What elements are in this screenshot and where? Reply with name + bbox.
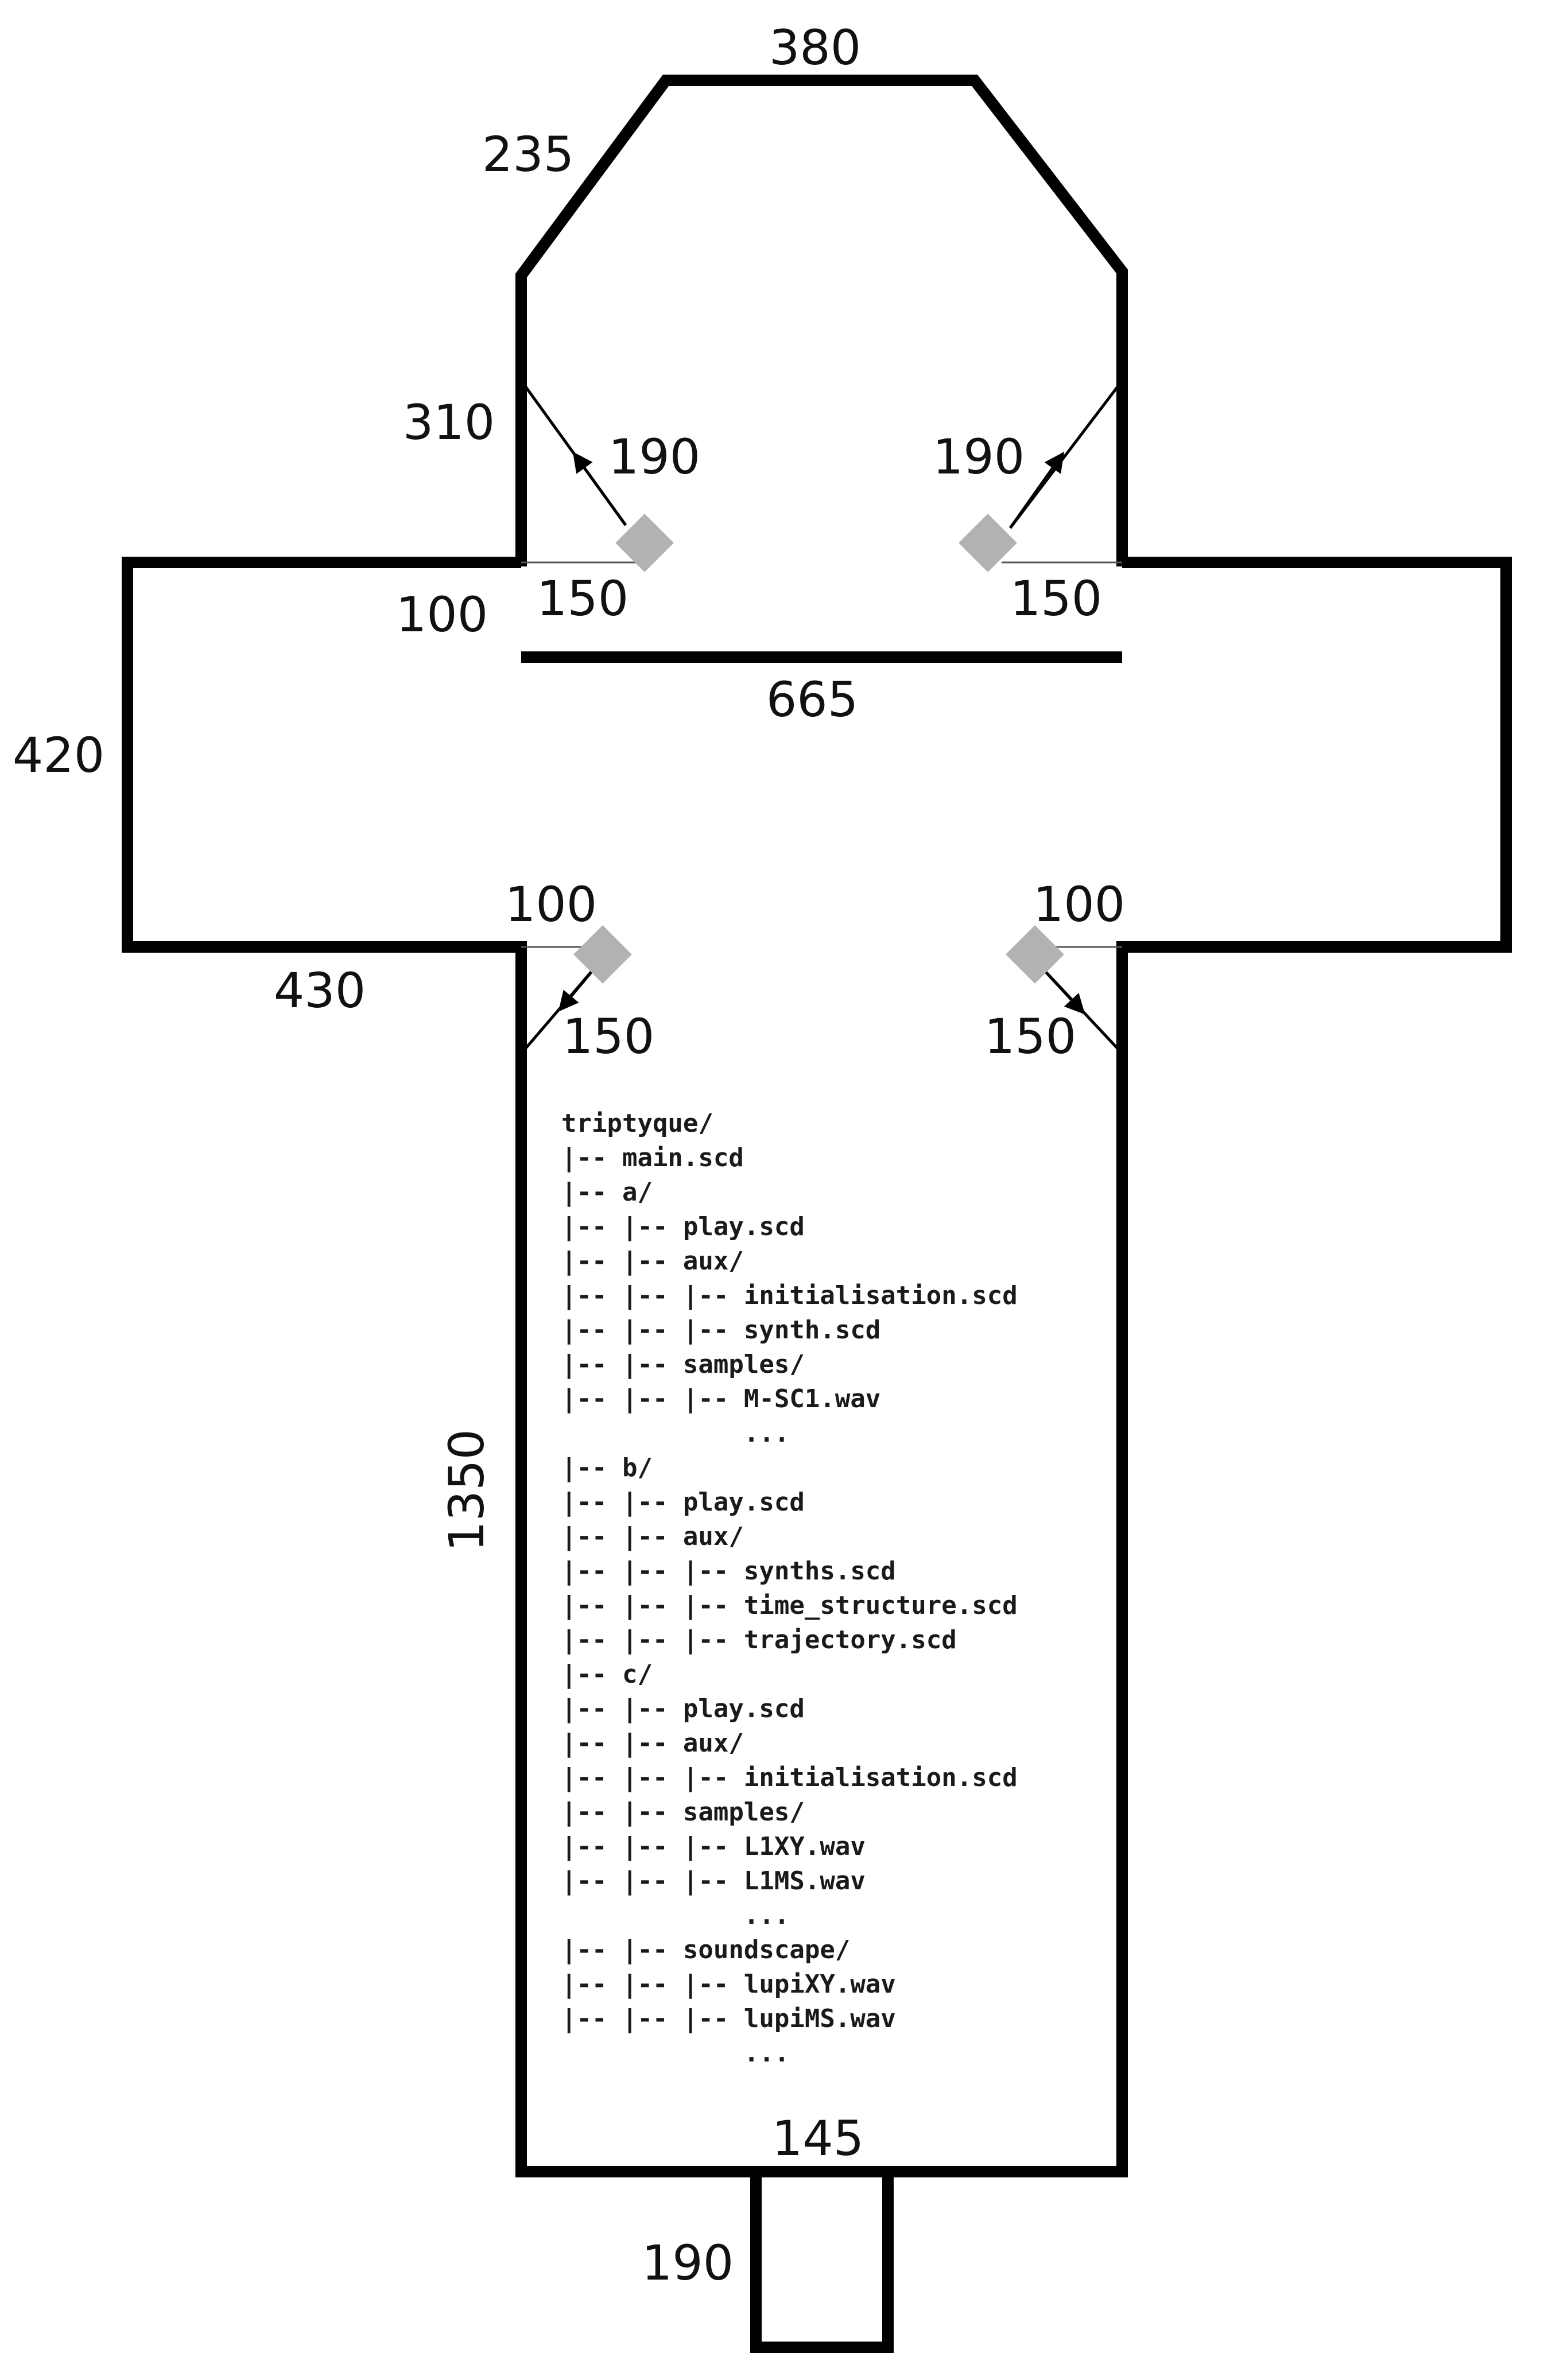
- dim-crossbar-left-base: 430: [274, 962, 366, 1019]
- dim-arrow-lower-right: 150: [984, 1008, 1076, 1065]
- file-tree-line: |-- |-- |-- initialisation.scd: [561, 1281, 1018, 1310]
- file-tree-line: |-- |-- |-- L1MS.wav: [561, 1866, 866, 1896]
- file-tree-line: |-- |-- play.scd: [561, 1212, 805, 1241]
- file-tree-line: |-- a/: [561, 1178, 653, 1207]
- file-tree-line: |-- |-- |-- time_structure.scd: [561, 1591, 1018, 1620]
- dim-offset-lower-right: 100: [1033, 876, 1125, 933]
- file-tree-line: |-- |-- samples/: [561, 1797, 805, 1827]
- file-tree-line: ...: [561, 2039, 789, 2068]
- crossbar-wall: [122, 557, 1512, 2177]
- file-tree-line: |-- |-- aux/: [561, 1247, 744, 1276]
- file-tree: triptyque/ |-- main.scd |-- a/ |-- |-- play…: [561, 1109, 1018, 2068]
- speakers: [573, 514, 1064, 984]
- walls: [122, 75, 1512, 2353]
- file-tree-line: |-- |-- aux/: [561, 1729, 744, 1758]
- file-tree-line: triptyque/: [561, 1109, 713, 1138]
- dim-chamber-base: 665: [766, 671, 858, 728]
- file-tree-line: |-- |-- play.scd: [561, 1488, 805, 1517]
- file-tree-line: |-- |-- samples/: [561, 1350, 805, 1379]
- file-tree-line: ...: [561, 1419, 789, 1448]
- dim-tail-height: 190: [642, 2235, 734, 2291]
- dim-left-chamber-wall: 310: [403, 394, 495, 451]
- reference-lines: [521, 561, 1122, 948]
- file-tree-line: |-- main.scd: [561, 1143, 744, 1172]
- file-tree-line: |-- |-- soundscape/: [561, 1935, 850, 1964]
- file-tree-line: |-- |-- |-- lupiXY.wav: [561, 1970, 896, 1999]
- file-tree-line: |-- |-- |-- trajectory.scd: [561, 1625, 957, 1655]
- dim-arrow-top-right: 190: [933, 429, 1025, 485]
- dim-offset-lower-left: 100: [505, 876, 597, 933]
- file-tree-line: |-- |-- |-- synths.scd: [561, 1556, 896, 1586]
- upper-chamber-wall: [515, 75, 1128, 566]
- dim-upper-left-diagonal: 235: [482, 126, 574, 183]
- tail-wall: [750, 2172, 894, 2353]
- file-tree-line: |-- b/: [561, 1453, 653, 1482]
- file-tree-line: |-- |-- |-- initialisation.scd: [561, 1763, 1018, 1792]
- file-tree-line: |-- c/: [561, 1660, 653, 1689]
- dim-stem-height: 1350: [439, 1429, 495, 1552]
- dimension-labels: 380 235 310 190 190 150 150 100 665 420 …: [13, 20, 1125, 2291]
- speaker-top-right-icon: [959, 514, 1017, 572]
- speaker-aims: [522, 383, 1120, 1051]
- dim-arrow-lower-left: 150: [562, 1008, 654, 1065]
- dim-offset-top-right: 150: [1010, 570, 1102, 627]
- dim-step-left: 100: [396, 587, 488, 643]
- file-tree-line: |-- |-- |-- L1XY.wav: [561, 1832, 866, 1861]
- aim-arrow-top-right: [1008, 452, 1065, 529]
- file-tree-line: |-- |-- |-- synth.scd: [561, 1315, 880, 1345]
- speaker-lower-left-icon: [573, 925, 632, 984]
- dim-crossbar-height: 420: [13, 727, 104, 783]
- speaker-lower-right-icon: [1006, 925, 1064, 984]
- file-tree-line: |-- |-- |-- lupiMS.wav: [561, 2004, 896, 2033]
- file-tree-line: |-- |-- |-- M-SC1.wav: [561, 1384, 880, 1414]
- dim-top-edge: 380: [769, 20, 861, 76]
- aim-arrow-top-left: [572, 452, 627, 526]
- dim-arrow-top-left: 190: [608, 429, 700, 485]
- dim-offset-top-left: 150: [537, 570, 629, 627]
- file-tree-line: ...: [561, 1901, 789, 1930]
- speaker-top-left-icon: [615, 514, 674, 572]
- dim-stem-bottom: 145: [772, 2110, 864, 2167]
- file-tree-line: |-- |-- play.scd: [561, 1694, 805, 1723]
- file-tree-line: |-- |-- aux/: [561, 1522, 744, 1551]
